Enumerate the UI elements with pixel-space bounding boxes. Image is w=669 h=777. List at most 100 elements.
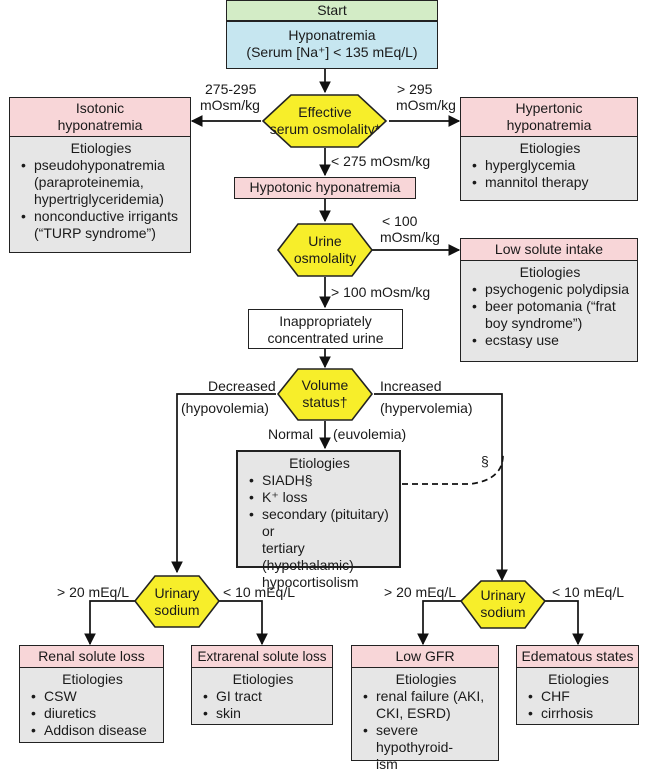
low-gfr-item-detail: CKI, ESRD) <box>376 705 451 721</box>
hexagon-urine-osmolality <box>276 223 374 277</box>
euvolemia-etiologies-label: Etiologies <box>289 455 350 471</box>
extrarenal-loss-etiologies-label: Etiologies <box>232 671 294 687</box>
label-normal: Normal <box>268 426 314 442</box>
isotonic-item-detail: hypertriglyceridemia) <box>34 191 164 207</box>
label-section-sign: § <box>481 453 489 469</box>
low-solute-item: beer potomania (“frat <box>472 298 631 315</box>
inappropriate-line1: Inappropriately <box>279 313 372 329</box>
renal-loss-item: Addison disease <box>31 722 157 739</box>
urine-osmolality-line1: Urine <box>308 233 342 249</box>
volume-status-label: Volume status† <box>278 377 372 411</box>
label-hypo-range: < 275 mOsm/kg <box>331 153 431 169</box>
low-gfr-item-detail: ism <box>376 756 398 772</box>
extrarenal-loss-title: Extrarenal solute loss <box>192 646 332 668</box>
urinary-sodium-left-line2: sodium <box>154 602 200 618</box>
urine-osmolality-label: Urine osmolality <box>278 233 372 267</box>
label-hyper-range-1: > 295 <box>397 81 433 97</box>
hypertonic-title-line2: hyponatremia <box>506 117 592 133</box>
edge-volume-to-right-sodium <box>374 393 508 582</box>
extrarenal-loss-item: GI tract <box>203 688 326 705</box>
hexagon-effective-osmolality <box>261 94 388 148</box>
edematous-states-box: Edematous states Etiologies CHF cirrhosi… <box>516 645 639 725</box>
edge-left-sodium-to-extrarenal <box>219 600 268 646</box>
low-gfr-box: Low GFR Etiologies renal failure (AKI, C… <box>351 645 499 772</box>
label-euvolemia: (euvolemia) <box>333 426 407 442</box>
euvolemia-item-detail: tertiary (hypothalamic) <box>262 540 354 573</box>
hyponatremia-criteria: (Serum [Na⁺] < 135 mEq/L) <box>246 44 418 60</box>
low-solute-item: psychogenic polydipsia <box>472 281 631 298</box>
low-gfr-item: renal failure (AKI, <box>363 688 492 705</box>
label-low-urine-2: mOsm/kg <box>380 229 440 245</box>
hyponatremia-node: Hyponatremia (Serum [Na⁺] < 135 mEq/L) <box>226 21 438 69</box>
inappropriately-concentrated-node: Inappropriately concentrated urine <box>248 309 403 349</box>
urinary-sodium-left-label: Urinary sodium <box>135 585 219 619</box>
edematous-etiologies-label: Etiologies <box>548 671 609 687</box>
isotonic-title-line2: hyponatremia <box>57 117 143 133</box>
renal-loss-item: CSW <box>31 688 157 705</box>
isotonic-title-line1: Isotonic <box>75 100 125 116</box>
edematous-item: CHF <box>528 688 632 705</box>
volume-status-line2: status† <box>302 394 348 410</box>
euvolemia-item: SIADH§ <box>249 472 393 489</box>
low-solute-etiologies-label: Etiologies <box>519 264 581 280</box>
start-node: Start <box>226 0 438 21</box>
hexagon-urinary-sodium-left <box>133 575 221 628</box>
label-low-urine-1: < 100 <box>382 213 418 229</box>
euvolemia-item: K⁺ loss <box>249 489 393 506</box>
euvolemia-etiologies-box: Etiologies SIADH§ K⁺ loss secondary (pit… <box>236 450 401 590</box>
renal-solute-loss-box: Renal solute loss Etiologies CSW diureti… <box>19 645 164 743</box>
label-hypovolemia: (hypovolemia) <box>181 400 269 416</box>
label-left-gt20: > 20 mEq/L <box>57 584 129 600</box>
hexagon-volume-status <box>276 368 374 421</box>
hyponatremia-title: Hyponatremia <box>288 27 376 43</box>
hypertonic-hyponatremia-box: Hypertonic hyponatremia Etiologies hyper… <box>460 97 638 201</box>
edge-left-sodium-to-renal <box>84 600 136 646</box>
edge-right-sodium-to-edematous <box>545 600 584 646</box>
edematous-item: cirrhosis <box>528 705 632 722</box>
label-decreased: Decreased <box>208 378 276 394</box>
isotonic-item-detail: (“TURP syndrome”) <box>34 225 156 241</box>
renal-loss-etiologies-label: Etiologies <box>62 671 123 687</box>
effective-osmolality-label: Effective serum osmolality* <box>263 104 387 138</box>
euvolemia-item: secondary (pituitary) or <box>249 506 393 540</box>
hypertonic-etiologies-label: Etiologies <box>519 140 581 156</box>
low-solute-item-detail: boy syndrome”) <box>485 315 583 331</box>
hypotonic-hyponatremia-node: Hypotonic hyponatremia <box>234 177 416 199</box>
urinary-sodium-right-line1: Urinary <box>480 587 526 603</box>
label-high-urine: > 100 mOsm/kg <box>331 284 431 300</box>
renal-loss-title: Renal solute loss <box>20 646 163 668</box>
euvolemia-item-detail: hypocortisolism <box>262 574 359 590</box>
urine-osmolality-line2: osmolality <box>293 250 357 266</box>
extrarenal-loss-item: skin <box>203 705 326 722</box>
urinary-sodium-left-line1: Urinary <box>154 585 200 601</box>
edematous-title: Edematous states <box>517 646 638 668</box>
urinary-sodium-right-label: Urinary sodium <box>461 587 545 621</box>
isotonic-item-detail: (paraproteinemia, <box>34 174 144 190</box>
hypertonic-item: hyperglycemia <box>472 157 631 174</box>
label-increased: Increased <box>380 378 442 394</box>
label-hypervolemia: (hypervolemia) <box>380 400 473 416</box>
low-gfr-title: Low GFR <box>352 646 498 668</box>
label-hyper-range-2: mOsm/kg <box>396 97 456 113</box>
label-left-lt10: < 10 mEq/L <box>223 584 295 600</box>
extrarenal-solute-loss-box: Extrarenal solute loss Etiologies GI tra… <box>191 645 333 725</box>
label-right-gt20: > 20 mEq/L <box>384 584 456 600</box>
label-iso-range-2: mOsm/kg <box>200 97 260 113</box>
hypertonic-item: mannitol therapy <box>472 174 631 191</box>
effective-osmolality-line2: serum osmolality* <box>269 121 381 137</box>
edge-volume-to-left-sodium <box>171 393 276 574</box>
low-solute-title: Low solute intake <box>461 239 637 261</box>
urinary-sodium-right-line2: sodium <box>480 604 526 620</box>
hexagon-urinary-sodium-right <box>459 580 547 629</box>
isotonic-etiologies-label: Etiologies <box>70 140 132 156</box>
low-solute-item: ecstasy use <box>472 332 631 349</box>
edge-siadh-dashed <box>402 454 504 485</box>
low-solute-intake-box: Low solute intake Etiologies psychogenic… <box>460 238 638 362</box>
low-gfr-item: severe hypothyroid- <box>363 722 492 756</box>
label-iso-range-1: 275-295 <box>205 81 257 97</box>
isotonic-hyponatremia-box: Isotonic hyponatremia Etiologies pseudoh… <box>9 97 191 253</box>
edge-right-sodium-to-lowgfr <box>417 600 461 646</box>
effective-osmolality-line1: Effective <box>298 104 352 120</box>
inappropriate-line2: concentrated urine <box>267 330 384 346</box>
